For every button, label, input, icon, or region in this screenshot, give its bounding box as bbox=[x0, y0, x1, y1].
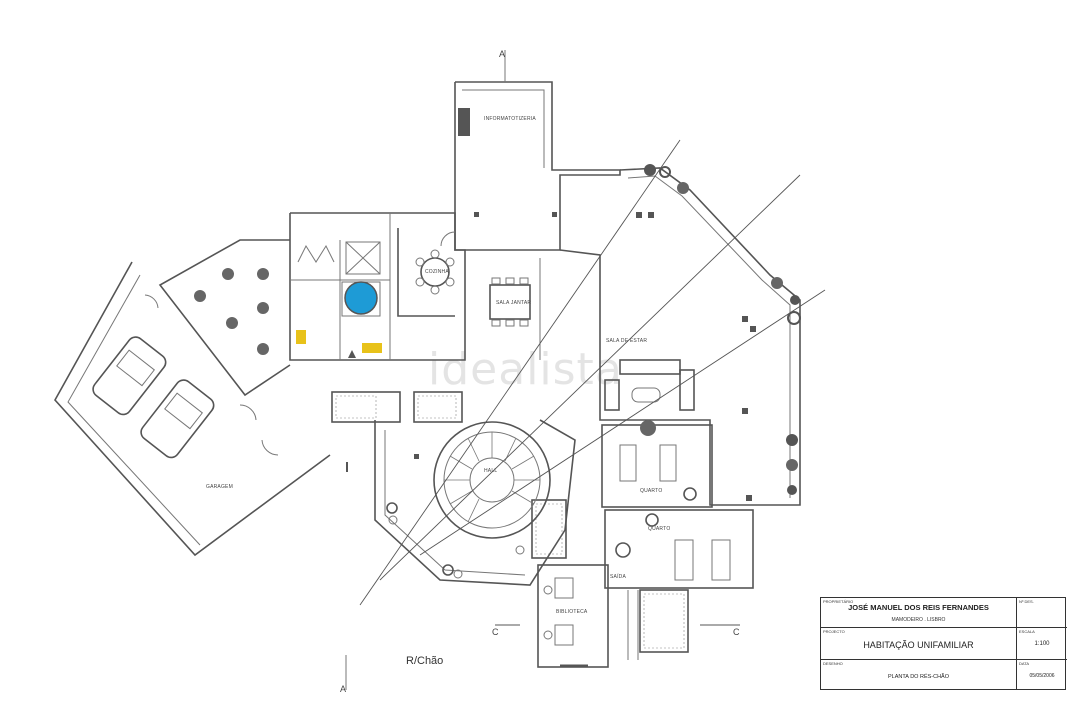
title-block: PROPRIETÁRIO JOSÉ MANUEL DOS REIS FERNAN… bbox=[820, 597, 1067, 690]
owner-location: MAMODEIRO . LISBRO bbox=[891, 617, 946, 623]
bedroom-2-label: QUARTO bbox=[648, 526, 670, 532]
section-lines bbox=[359, 139, 826, 626]
date-value: 05/05/2006 bbox=[1029, 673, 1055, 679]
top-room-label: INFORMATOTIZERIA bbox=[484, 116, 536, 122]
section-mark-a-bottom: A bbox=[340, 684, 346, 694]
section-mark-a-top: A bbox=[499, 49, 505, 59]
garage-label: GARAGEM bbox=[206, 484, 233, 490]
scale-caption: ESCALA bbox=[1019, 629, 1035, 634]
kitchen-label: COZINHA bbox=[425, 269, 449, 275]
owner-caption: PROPRIETÁRIO bbox=[823, 599, 854, 604]
library-label: BIBLIOTECA bbox=[556, 609, 588, 615]
bedroom-1: QUARTO bbox=[601, 420, 713, 508]
scale-value: 1:100 bbox=[1034, 641, 1050, 647]
drawing-name: PLANTA DO RÉS-CHÃO bbox=[887, 674, 950, 680]
hall: HALL bbox=[346, 419, 576, 586]
section-mark-c-right: C bbox=[733, 627, 740, 637]
hall-label: HALL bbox=[484, 468, 497, 474]
living-wing: SALA DE ESTAR bbox=[559, 164, 801, 506]
drawing-caption: DESENHO bbox=[823, 661, 843, 666]
kitchen-area: COZINHA bbox=[289, 212, 466, 361]
living-room-label: SALA DE ESTAR bbox=[606, 338, 647, 344]
section-mark-c-left: C bbox=[492, 627, 499, 637]
owner-name: JOSÉ MANUEL DOS REIS FERNANDES bbox=[848, 603, 989, 612]
project-name: HABITAÇÃO UNIFAMILIAR bbox=[863, 640, 974, 650]
watermark-text: idealista bbox=[428, 344, 623, 395]
garage-wing: GARAGEM bbox=[54, 239, 331, 557]
date-caption: DATA bbox=[1019, 661, 1030, 666]
bedroom-1-label: QUARTO bbox=[640, 488, 662, 494]
exit-label: SAÍDA bbox=[610, 573, 626, 580]
top-room: INFORMATOTIZERIA A bbox=[454, 49, 621, 251]
bedroom-2: QUARTO bbox=[604, 509, 754, 660]
floor-label: R/Chão bbox=[406, 655, 443, 667]
pool-tank bbox=[344, 281, 378, 315]
library: BIBLIOTECA SAÍDA bbox=[537, 564, 626, 668]
sheet-caption: Nº DES. bbox=[1019, 599, 1034, 604]
dining-label: SALA JANTAR bbox=[496, 300, 531, 306]
project-caption: PROJECTO bbox=[823, 629, 845, 634]
